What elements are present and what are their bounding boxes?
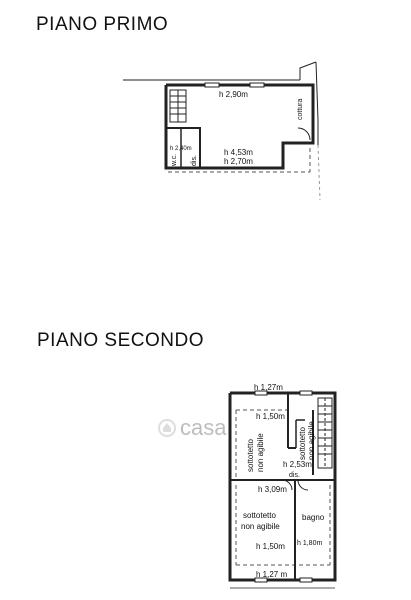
floor-title-primo: PIANO PRIMO	[36, 14, 169, 35]
label-h-240: h 2,40m	[170, 146, 192, 152]
watermark-text: casa	[180, 415, 227, 440]
label2-dis: dis.	[289, 472, 300, 479]
label-cottura: cottura	[297, 98, 304, 120]
stair-icon-2	[317, 397, 333, 469]
label2-room-bl-1: sottotetto	[243, 511, 276, 520]
label2-h-150-bottom: h 1,50m	[256, 542, 285, 551]
label-h-270: h 2,70m	[224, 157, 253, 166]
label2-h-127-top: h 1,27m	[254, 383, 283, 392]
label2-room-right-2: non agibile	[307, 421, 316, 460]
label-h-453: h 4,53m	[224, 148, 253, 157]
label2-room-bl-2: non agibile	[241, 522, 280, 531]
label2-h-127-bottom: h 1,27 m	[256, 570, 287, 579]
label2-h-309: h 3,09m	[258, 485, 287, 494]
label2-room-left-2: non agibile	[256, 433, 265, 472]
stair-icon	[169, 89, 187, 123]
label2-bagno: bagno	[302, 513, 325, 522]
label2-h-150-top: h 1,50m	[256, 412, 285, 421]
label-dis-1: dis.	[191, 155, 198, 166]
label-wc: w.c.	[171, 154, 178, 167]
label2-room-left-1: sottotetto	[246, 439, 255, 472]
plan-piano-primo	[123, 61, 321, 201]
label2-room-right-1: sottotetto	[298, 427, 307, 460]
watermark-logo: casa	[158, 415, 227, 440]
floor-title-secondo: PIANO SECONDO	[37, 330, 204, 351]
plan-piano-secondo	[228, 390, 337, 589]
label-h-290: h 2,90m	[219, 90, 248, 99]
label2-h-253: h 2,53m	[283, 460, 312, 469]
label2-h-180: h 1,80m	[297, 540, 322, 547]
